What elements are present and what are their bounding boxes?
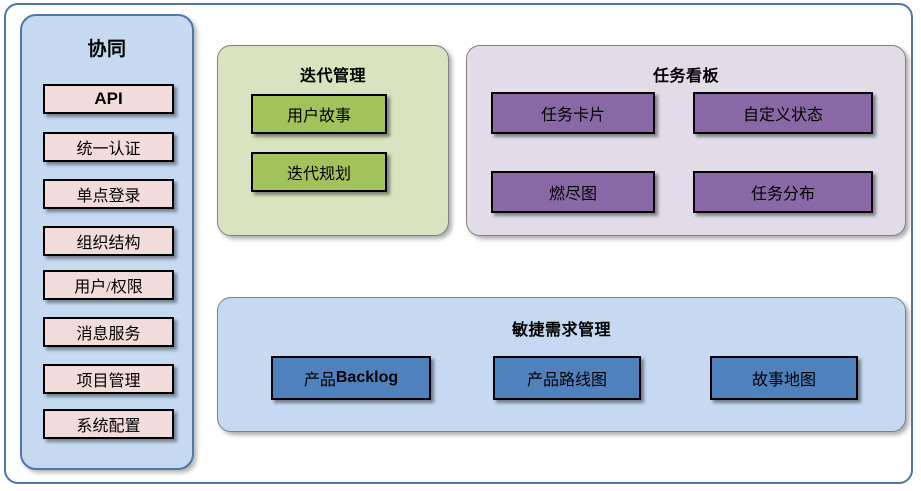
sidebar-item-system-config[interactable]: 系统配置 [43,409,174,439]
agile-chip-product-backlog-en: Backlog [335,369,399,386]
sidebar-item-project-mgmt[interactable]: 项目管理 [43,364,174,394]
agile-chip-product-roadmap[interactable]: 产品路线图 [493,356,641,400]
taskboard-title: 任务看板 [652,68,719,85]
agile-chip-product-backlog-cn: 产品 [303,372,336,389]
taskboard-chip-task-distribution[interactable]: 任务分布 [693,171,873,213]
sidebar-panel-collaboration[interactable]: 协同 API 统一认证 单点登录 组织结构 用户/权限 消息服务 项目管理 系统… [20,14,194,470]
iteration-management-title: 迭代管理 [299,68,366,85]
taskboard-panel[interactable]: 任务看板 任务卡片 自定义状态 燃尽图 任务分布 [466,45,906,236]
taskboard-chip-burndown-chart[interactable]: 燃尽图 [491,171,655,213]
sidebar-item-unified-auth[interactable]: 统一认证 [43,132,174,162]
taskboard-chip-task-card[interactable]: 任务卡片 [491,92,655,134]
iteration-chip-user-story[interactable]: 用户故事 [251,94,387,134]
iteration-chip-iteration-plan[interactable]: 迭代规划 [251,152,387,192]
sidebar-title: 协同 [87,39,127,60]
iteration-management-panel[interactable]: 迭代管理 用户故事 迭代规划 [217,45,449,236]
agile-requirements-title: 敏捷需求管理 [511,322,611,339]
sidebar-item-message-svc[interactable]: 消息服务 [43,317,174,347]
sidebar-item-sso[interactable]: 单点登录 [43,179,174,209]
sidebar-item-org-structure[interactable]: 组织结构 [43,226,174,256]
sidebar-item-api[interactable]: API [43,84,174,114]
taskboard-chip-custom-status[interactable]: 自定义状态 [693,92,873,134]
agile-chip-story-map[interactable]: 故事地图 [710,356,858,400]
sidebar-item-user-perms[interactable]: 用户/权限 [43,270,174,300]
